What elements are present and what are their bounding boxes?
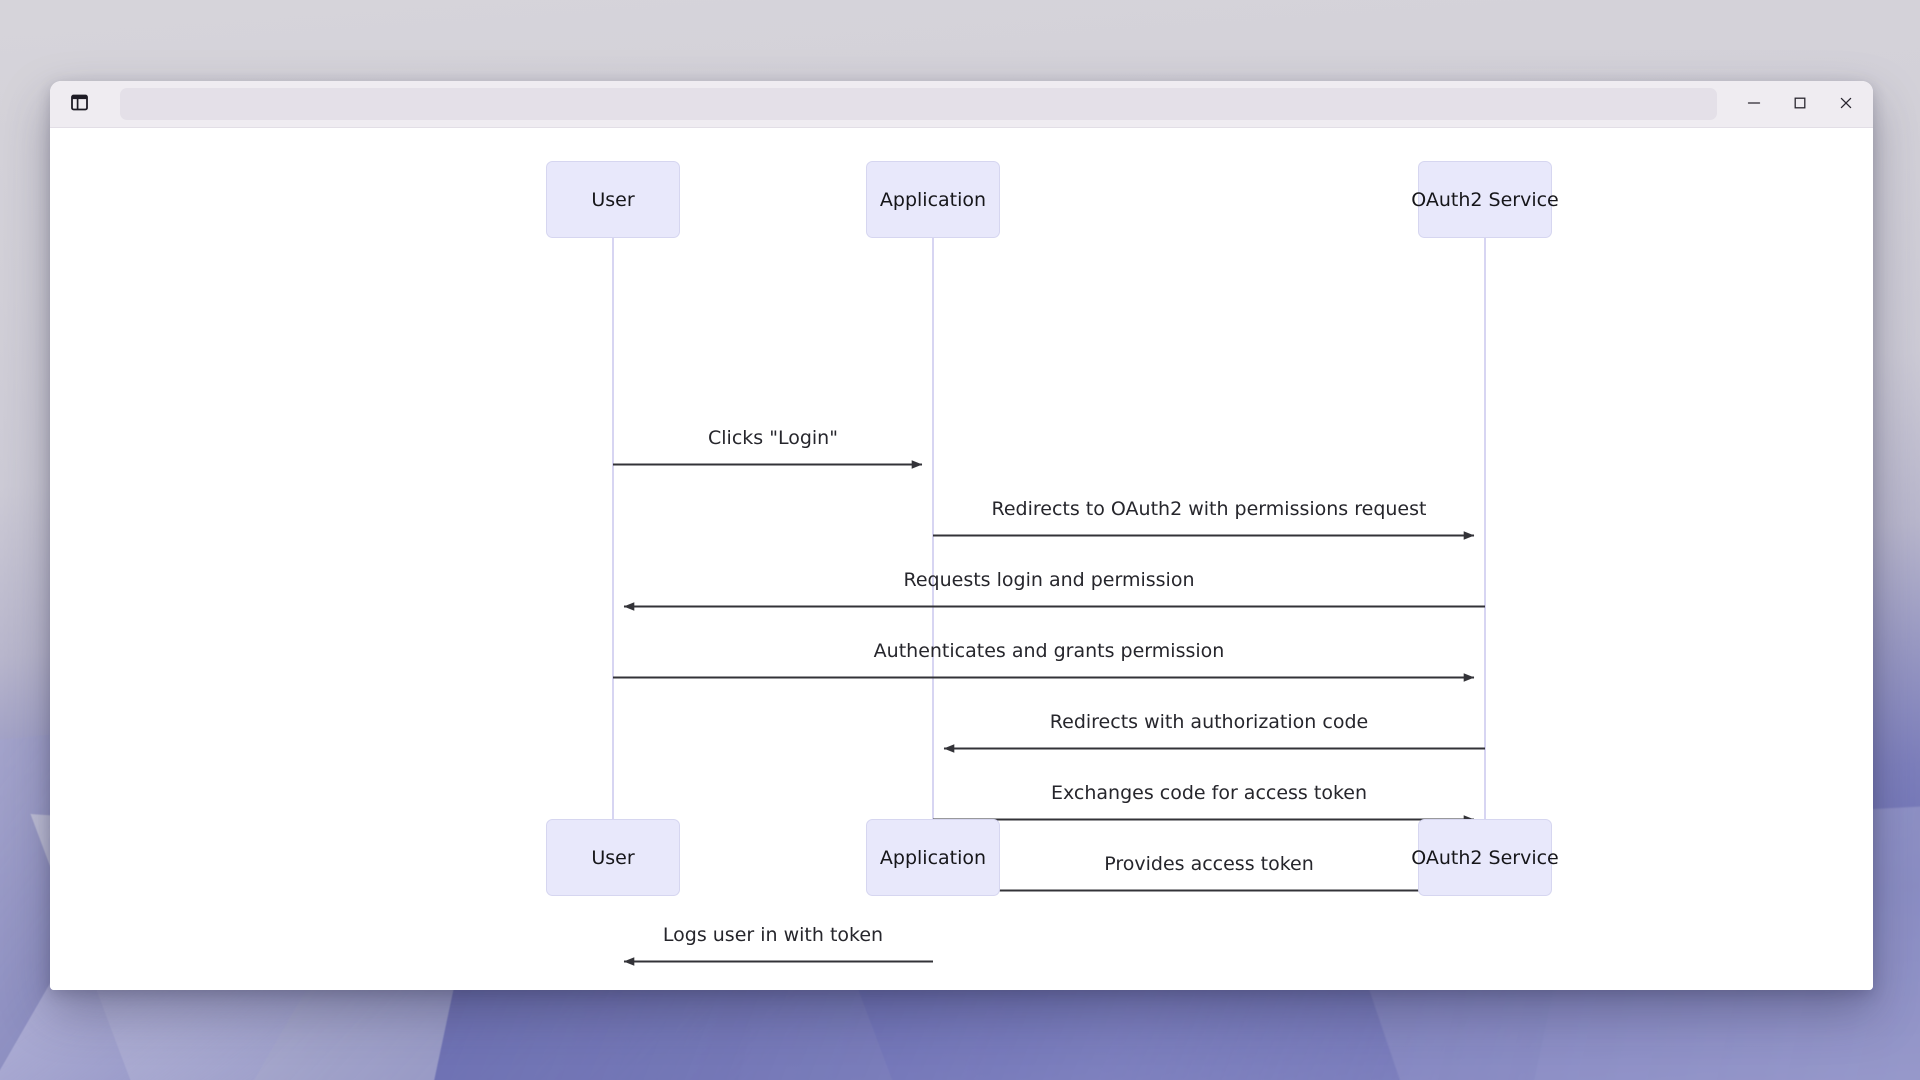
message-label: Redirects with authorization code bbox=[1050, 711, 1368, 733]
participant-box bbox=[546, 819, 680, 896]
participant-box bbox=[1418, 161, 1552, 238]
participant-oauth-bottom[interactable]: OAuth2 Service bbox=[1411, 819, 1559, 896]
participant-label: Application bbox=[880, 847, 986, 869]
participant-app-bottom[interactable]: Application bbox=[866, 819, 1000, 896]
participant-box bbox=[546, 161, 680, 238]
message-label: Authenticates and grants permission bbox=[874, 640, 1225, 662]
message-5[interactable]: Redirects with authorization code bbox=[943, 711, 1485, 753]
participant-label: Application bbox=[880, 189, 986, 211]
window-controls bbox=[1731, 84, 1869, 124]
maximize-button[interactable] bbox=[1777, 84, 1823, 124]
message-label: Logs user in with token bbox=[663, 924, 883, 946]
message-6[interactable]: Exchanges code for access token bbox=[933, 782, 1475, 824]
message-2[interactable]: Redirects to OAuth2 with permissions req… bbox=[933, 498, 1475, 540]
message-1[interactable]: Clicks "Login" bbox=[613, 427, 923, 469]
participant-label: OAuth2 Service bbox=[1411, 189, 1559, 211]
participant-box bbox=[866, 161, 1000, 238]
participant-box bbox=[1418, 819, 1552, 896]
message-label: Provides access token bbox=[1104, 853, 1314, 875]
application-window: Clicks "Login" Redirects to OAuth2 with p… bbox=[50, 81, 1873, 990]
lifelines-group bbox=[612, 237, 1486, 820]
participant-box bbox=[866, 819, 1000, 896]
participant-label: User bbox=[591, 847, 634, 869]
diagram-canvas: Clicks "Login" Redirects to OAuth2 with p… bbox=[50, 128, 1873, 990]
close-icon bbox=[1839, 95, 1853, 114]
window-titlebar[interactable] bbox=[50, 81, 1873, 128]
message-8[interactable]: Logs user in with token bbox=[623, 924, 933, 966]
message-label: Exchanges code for access token bbox=[1051, 782, 1367, 804]
participants-bottom-group: User Application OAuth2 Service bbox=[546, 819, 1559, 896]
participant-oauth-top[interactable]: OAuth2 Service bbox=[1411, 161, 1559, 238]
participant-label: User bbox=[591, 189, 634, 211]
participant-user-bottom[interactable]: User bbox=[546, 819, 680, 896]
messages-group: Clicks "Login" Redirects to OAuth2 with p… bbox=[613, 427, 1485, 966]
panel-toggle-icon bbox=[70, 94, 88, 115]
participant-label: OAuth2 Service bbox=[1411, 847, 1559, 869]
minimize-button[interactable] bbox=[1731, 84, 1777, 124]
close-button[interactable] bbox=[1823, 84, 1869, 124]
message-4[interactable]: Authenticates and grants permission bbox=[613, 640, 1475, 682]
message-7[interactable]: Provides access token bbox=[943, 853, 1485, 895]
titlebar-drag-area[interactable] bbox=[120, 88, 1717, 120]
participants-top-group: User Application OAuth2 Service bbox=[546, 161, 1559, 238]
minimize-icon bbox=[1747, 95, 1761, 114]
message-3[interactable]: Requests login and permission bbox=[623, 569, 1485, 611]
message-label: Requests login and permission bbox=[904, 569, 1195, 591]
message-label: Redirects to OAuth2 with permissions req… bbox=[992, 498, 1427, 520]
sequence-diagram: Clicks "Login" Redirects to OAuth2 with p… bbox=[546, 161, 1559, 966]
maximize-icon bbox=[1793, 95, 1807, 114]
participant-app-top[interactable]: Application bbox=[866, 161, 1000, 238]
participant-user-top[interactable]: User bbox=[546, 161, 680, 238]
message-label: Clicks "Login" bbox=[708, 427, 838, 449]
panel-toggle-button[interactable] bbox=[62, 87, 96, 121]
